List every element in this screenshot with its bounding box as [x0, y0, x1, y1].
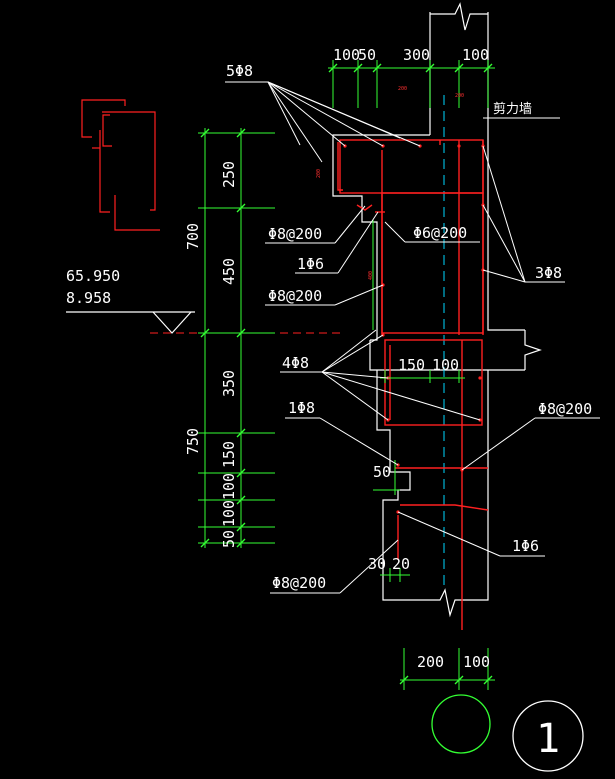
dim-notch-50: 50	[373, 463, 391, 481]
label-wall: 剪力墙	[493, 101, 532, 117]
dim-vertical-250: 250	[220, 161, 238, 188]
dim-bottom-100: 100	[463, 653, 490, 671]
dim-top-300: 300	[403, 46, 430, 64]
label-mid-rebar: 4Φ8	[282, 354, 309, 372]
label-top-rebar: 5Φ8	[226, 62, 253, 80]
dim-top-50: 50	[358, 46, 376, 64]
dimension-labels: 100 50 300 100 200 200 700 250 450 750 3…	[184, 46, 490, 671]
dim-top-100b: 100	[462, 46, 489, 64]
dim-mid-150: 150	[398, 356, 425, 374]
dim-bottom-200: 200	[417, 653, 444, 671]
level-symbol	[66, 311, 195, 334]
rebar-labels: 5Φ8 Φ8@200 1Φ6 Φ8@200 Φ6@200 3Φ8 4Φ8 1Φ8…	[66, 62, 592, 592]
dim-mid-100: 100	[432, 356, 459, 374]
label-link-1: 1Φ6	[297, 255, 324, 273]
level-value-1: 65.950	[66, 267, 120, 285]
label-bottom-bar: 1Φ8	[288, 399, 315, 417]
dim-vertical-100a: 100	[220, 473, 238, 500]
axis-bubble	[431, 694, 491, 754]
label-stirrup-5: Φ8@200	[272, 574, 326, 592]
label-stirrup-2: Φ8@200	[268, 287, 322, 305]
dim-vertical-350: 350	[220, 370, 238, 397]
label-link-2: 1Φ6	[512, 537, 539, 555]
dim-small-box: 200	[316, 169, 322, 178]
dim-top-small-2: 200	[455, 93, 464, 99]
dim-vertical-50: 50	[220, 530, 238, 548]
dim-top-100: 100	[333, 46, 360, 64]
label-stirrup-1: Φ8@200	[268, 225, 322, 243]
dim-vertical-150: 150	[220, 441, 238, 468]
dim-small-400: 400	[368, 271, 374, 280]
dim-notch-30: 30	[368, 555, 386, 573]
dim-notch-20: 20	[392, 555, 410, 573]
label-stirrup-3: Φ6@200	[413, 224, 467, 242]
concrete-outline	[332, 2, 542, 618]
dim-top-small-1: 200	[398, 86, 407, 92]
dim-vertical-450: 450	[220, 258, 238, 285]
label-side-rebar: 3Φ8	[535, 264, 562, 282]
rebar-dots	[343, 144, 485, 514]
detail-number: 1	[536, 716, 560, 762]
dim-vertical-700: 700	[184, 223, 202, 250]
dim-vertical-750: 750	[184, 428, 202, 455]
dimension-lines	[198, 60, 495, 690]
detail-number-circle	[512, 700, 584, 772]
level-value-2: 8.958	[66, 289, 111, 307]
hook-legend	[81, 99, 160, 231]
leader-lines	[225, 81, 600, 594]
label-stirrup-4: Φ8@200	[538, 400, 592, 418]
rebar-group	[337, 139, 489, 630]
dimension-ticks	[200, 63, 493, 685]
dim-vertical-100b: 100	[220, 500, 238, 527]
